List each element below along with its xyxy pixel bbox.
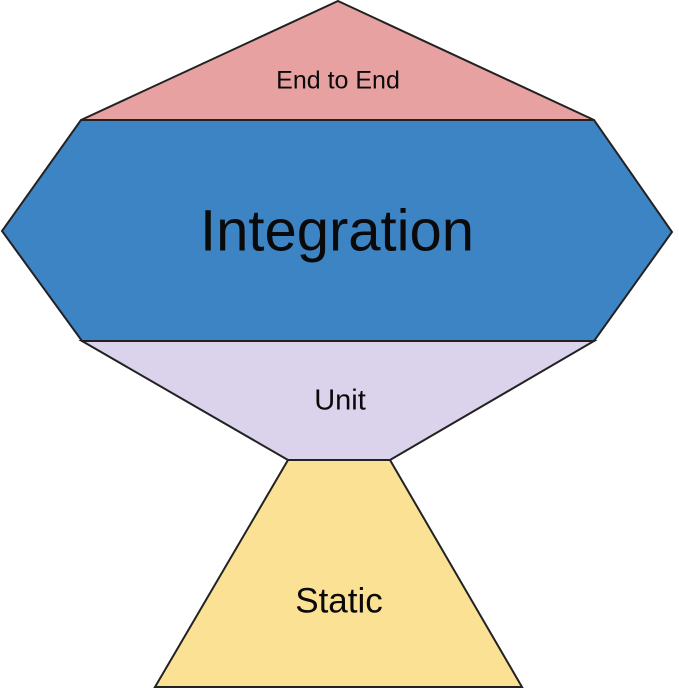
layer-label-end-to-end: End to End bbox=[276, 67, 400, 95]
layer-label-integration: Integration bbox=[200, 198, 474, 263]
layer-label-static: Static bbox=[295, 581, 383, 620]
layer-shape-static[interactable] bbox=[153, 459, 524, 688]
layer-label-unit: Unit bbox=[314, 385, 366, 417]
